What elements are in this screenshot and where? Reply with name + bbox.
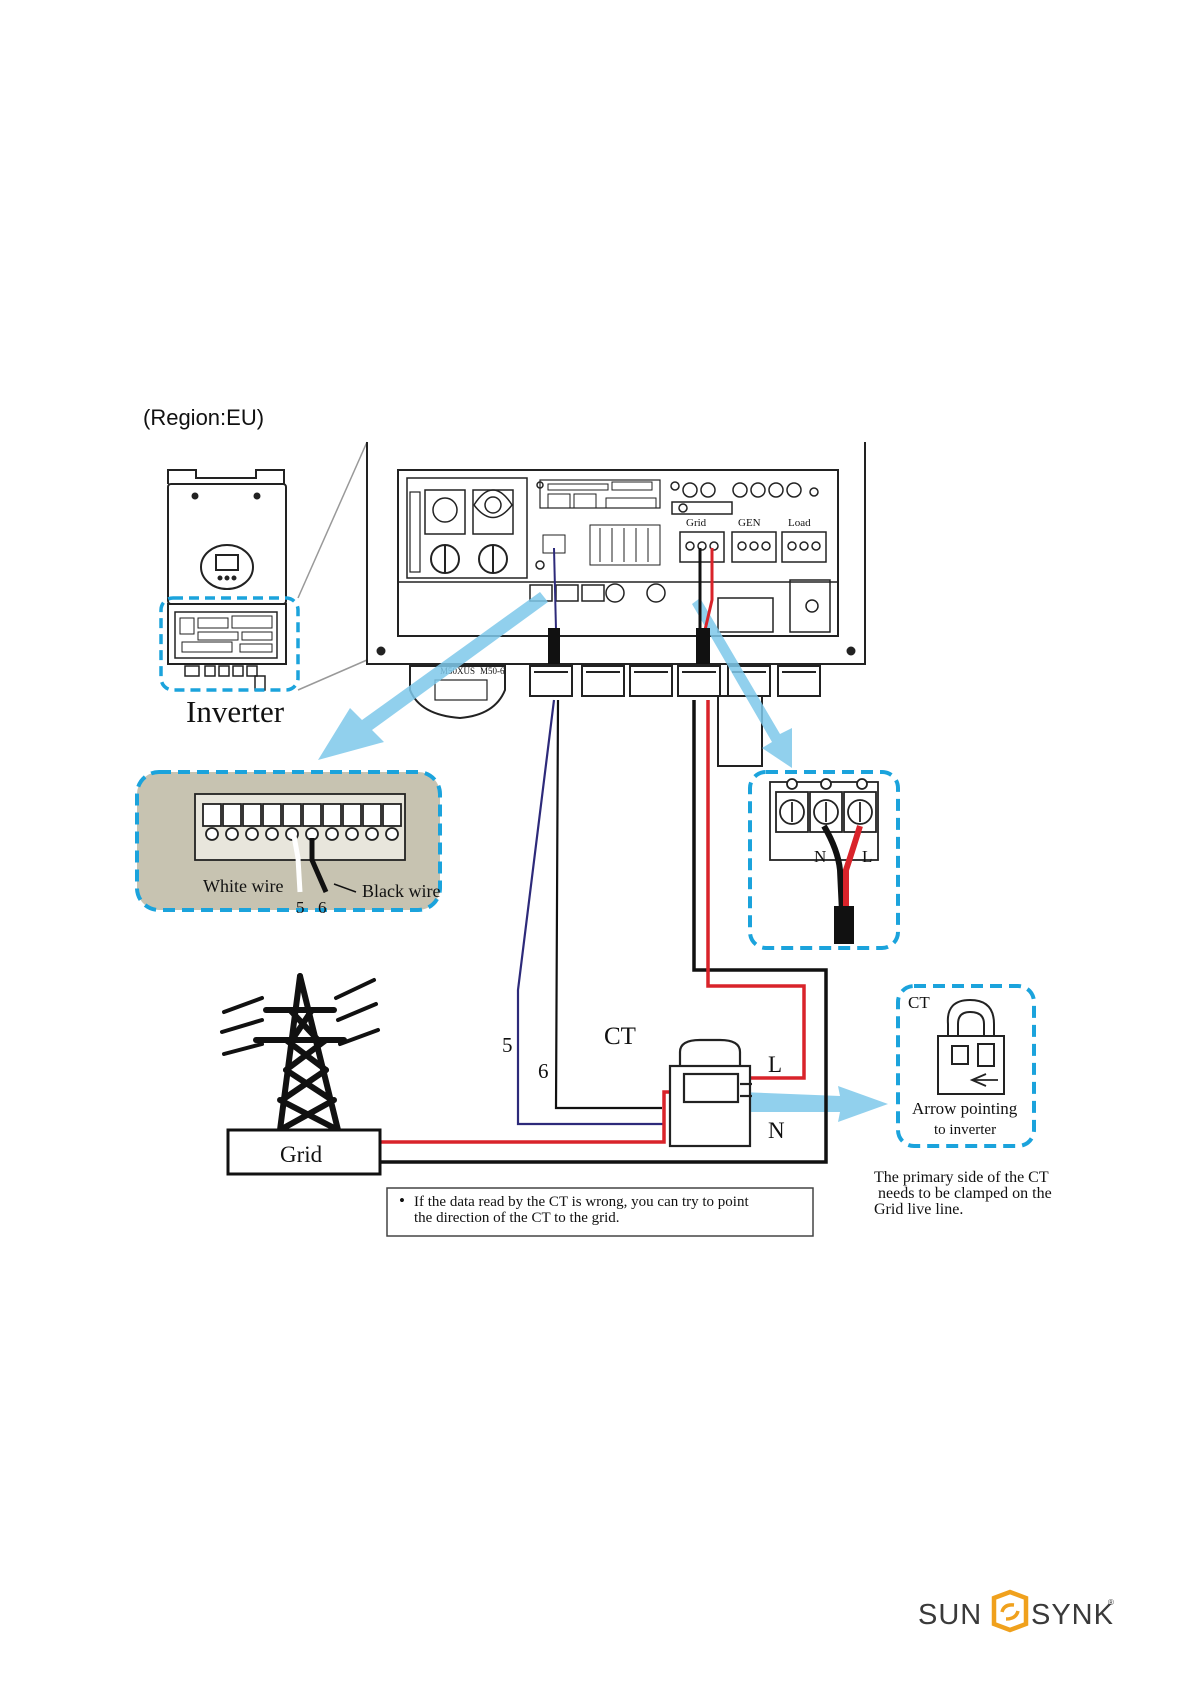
neutral-wire [380,700,828,1164]
live-wire-inverter-side [706,700,806,1080]
black-wire [309,838,329,894]
terminal-label-grid: Grid [686,517,707,529]
grid-terminal-block [769,778,879,861]
ct-clamp [668,1038,752,1148]
grid-terminal-n-label: N [814,847,826,866]
brand-registered: ® [1108,1598,1114,1607]
wire-6-black [554,699,662,1110]
rj45-cable-top [553,547,557,631]
white-wire-label: White wire [203,876,283,896]
wire-6-label: 6 [538,1059,549,1083]
wire-5-label: 5 [502,1033,513,1057]
grid-box-label: Grid [280,1142,323,1167]
ct-detail-clamp [937,998,1005,1095]
gland-label-b: M50-6 [480,666,505,676]
arrow-to-rj45-detail [318,592,548,760]
note-line-1: If the data read by the CT is wrong, you… [414,1194,749,1210]
primary-side-note: The primary side of the CT needs to be c… [874,1169,1052,1218]
grid-l-wire [843,825,863,912]
note-line-2: the direction of the CT to the grid. [414,1210,620,1226]
neutral-label: N [768,1118,785,1143]
note-bullet: • [399,1191,405,1210]
pin-5-label: 5 [296,898,305,917]
grid-cable-sleeve [696,628,710,664]
rj45-terminal-strip [194,793,406,861]
inverter-bay [366,442,866,665]
wiring-labels: 5 6 CT L N [502,1023,785,1143]
zoom-lines [297,441,368,691]
pointer-arrows [318,592,888,1122]
grid-terminal-l-label: L [862,847,872,866]
transmission-tower-icon [220,973,380,1133]
note-box [386,1187,814,1237]
rj45-detail-labels: White wire Black wire 5 6 [203,876,440,917]
live-label: L [768,1052,782,1077]
grid-box [226,1128,382,1176]
sunsynk-logo: SUN SYNK ® [918,1588,1118,1638]
brand-mark-icon [991,1589,1029,1633]
live-wire-grid-side [380,1090,690,1144]
grid-cable-top-red [703,548,714,631]
terminal-labels: Grid GEN Load [686,517,811,529]
inverter-thumbnail [167,469,287,691]
pin-6-label: 6 [318,898,327,917]
gland-label-a: M50XUS [440,666,475,676]
arrow-ct-direction [740,1086,888,1122]
primary-side-note-line-1: The primary side of the CT [874,1169,1049,1186]
inverter-highlight-frame [159,596,300,692]
grid-cable-sheath [834,906,854,944]
terminal-label-gen: GEN [738,517,761,529]
ct-label: CT [604,1023,636,1050]
grid-terminal-labels: N L [814,847,872,866]
inverter-label: Inverter [186,694,285,729]
ct-arrow-text-2: to inverter [934,1122,996,1138]
black-wire-label: Black wire [362,881,440,901]
grid-n-wire [821,824,845,913]
cable-glands [409,665,821,767]
brand-synk: SYNK [1031,1599,1114,1631]
ct-detail-title: CT [908,993,930,1012]
primary-side-note-line-2: needs to be clamped on the [878,1185,1052,1202]
gland-labels: M50XUS M50-6 [440,666,505,676]
ct-arrow-text-1: Arrow pointing [912,1099,1018,1118]
brand-sun: SUN [918,1599,982,1631]
white-wire [291,835,303,893]
arrow-to-grid-terminal [692,598,792,768]
terminal-label-load: Load [788,517,811,529]
primary-side-note-line-3: Grid live line. [874,1201,963,1218]
note-box-text: • If the data read by the CT is wrong, y… [399,1191,749,1226]
rj45-cable-sleeve [548,628,560,664]
region-label: (Region:EU) [143,405,264,430]
black-wire-leader [333,883,357,893]
